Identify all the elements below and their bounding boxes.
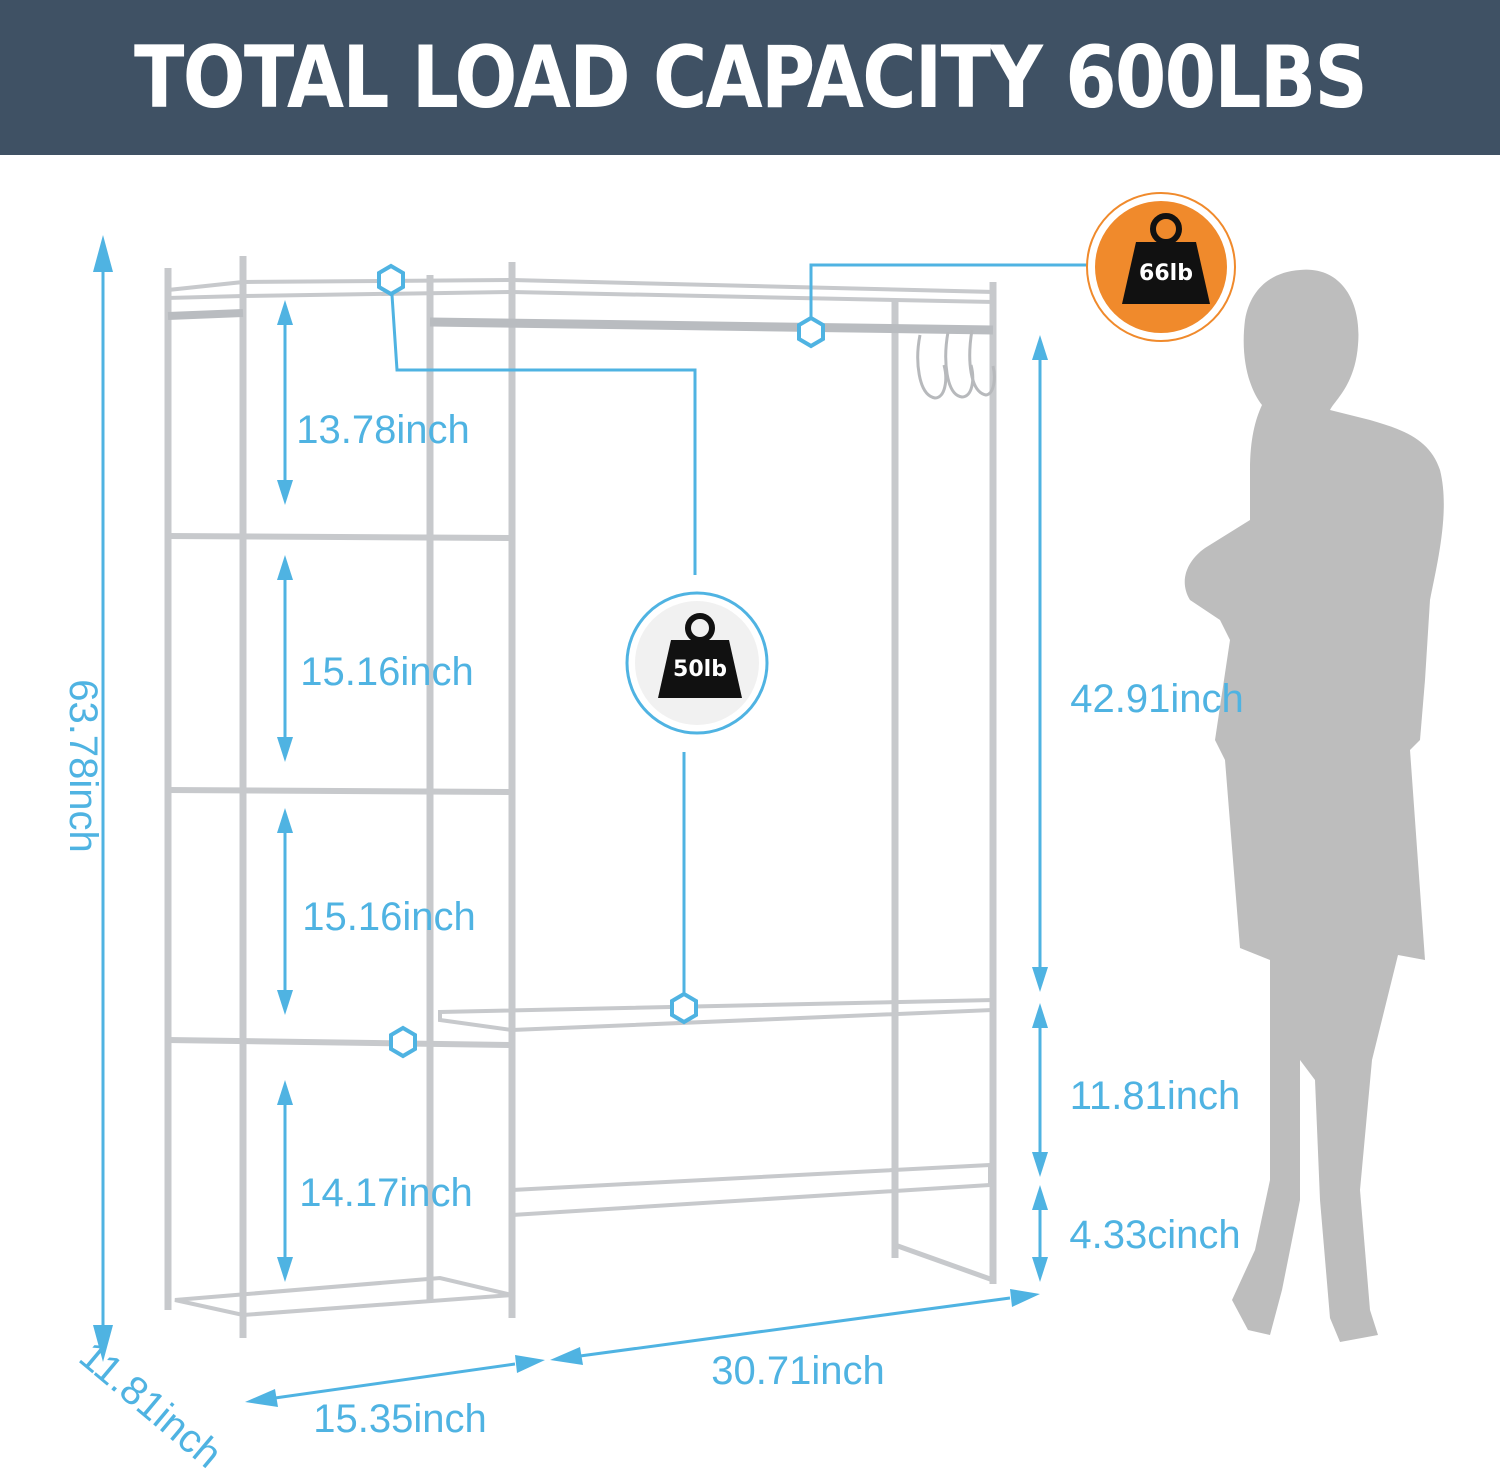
shelf-gap-3-label: 15.16inch xyxy=(302,895,475,939)
rack-shelves xyxy=(166,277,995,1318)
shelf-gap-4-label: 14.17inch xyxy=(299,1171,472,1215)
banner-title: TOTAL LOAD CAPACITY 600LBS xyxy=(133,27,1368,128)
right-width-label: 30.71inch xyxy=(711,1349,884,1393)
shelf-gap-1-label: 13.78inch xyxy=(296,408,469,452)
left-width-label: 15.35inch xyxy=(313,1397,486,1441)
dimension-labels: 13.78inch 15.16inch 15.16inch 14.17inch … xyxy=(61,408,1244,1477)
lower-gap-label: 11.81inch xyxy=(1070,1074,1241,1118)
hexagon-markers xyxy=(377,263,825,1059)
shelf-load-label: 50lb xyxy=(673,657,727,682)
bottom-clearance-label: 4.33cinch xyxy=(1069,1213,1240,1257)
dimension-arrows xyxy=(93,235,1090,1407)
weight-icon xyxy=(658,613,742,698)
hanging-height-label: 42.91inch xyxy=(1070,677,1243,721)
rack-posts xyxy=(164,256,997,1338)
hanging-rod xyxy=(167,309,994,335)
shelf-gap-2-label: 15.16inch xyxy=(300,650,473,694)
total-height-label: 63.78inch xyxy=(61,679,105,852)
title-banner: TOTAL LOAD CAPACITY 600LBS xyxy=(0,0,1500,155)
depth-label: 11.81inch xyxy=(71,1333,230,1476)
shelf-load-badge: 50lb xyxy=(625,591,769,735)
rod-load-badge: 66lb xyxy=(1086,192,1236,342)
person-silhouette xyxy=(1184,269,1444,1342)
rod-load-label: 66lb xyxy=(1139,261,1193,286)
hanging-hooks xyxy=(916,329,996,400)
weight-icon xyxy=(1122,213,1210,304)
clothes-rack xyxy=(164,256,997,1338)
